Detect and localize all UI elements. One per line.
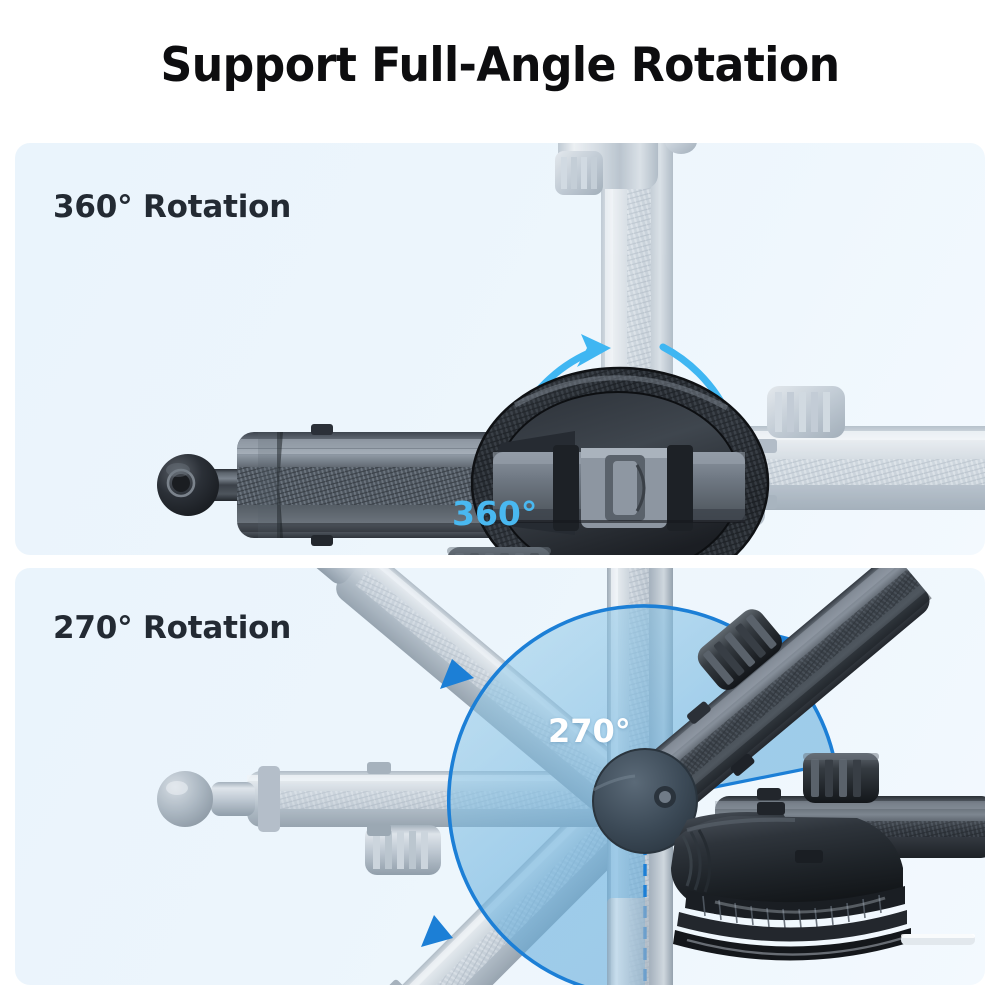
ball-joint-left — [157, 454, 247, 516]
illustration-360-rotation — [157, 143, 985, 555]
extension-arm-left — [157, 424, 505, 546]
angle-annotation-360: 360° — [452, 494, 538, 533]
arrowhead-lower-left — [421, 915, 453, 947]
knob-diagonal-arm — [697, 609, 782, 690]
panel-360-label: 360° Rotation — [53, 189, 292, 225]
ghost-pole-lower — [607, 898, 673, 985]
base-latch-lower — [795, 850, 823, 863]
arrowhead-upper-left — [440, 659, 474, 689]
knob-rear-arm — [803, 753, 879, 803]
suction-ring-2 — [673, 928, 911, 961]
clamp-jaw-left — [553, 445, 579, 531]
ghost-knob-left — [365, 825, 441, 875]
suction-ring-1 — [677, 910, 907, 942]
clamp-mechanism — [493, 445, 745, 531]
base-latch-upper — [757, 802, 785, 815]
panel-270-rotation: 270° Rotation 270° — [15, 568, 985, 985]
angle-annotation-270: 270° — [548, 712, 631, 750]
hinge-coil-detail — [681, 829, 712, 893]
locking-knob-360 — [447, 547, 551, 555]
carbon-fiber-band-left — [237, 467, 499, 505]
suction-rim-ribs — [685, 886, 905, 929]
clamp-jaw-right — [667, 445, 693, 531]
page-title: Support Full-Angle Rotation — [160, 38, 840, 93]
panel-360-rotation: 360° Rotation 360° — [15, 143, 985, 555]
pivot-hub — [592, 748, 698, 854]
suction-body — [671, 816, 903, 917]
carbon-fiber-cradle — [470, 366, 770, 555]
ghost-arm-up — [555, 143, 697, 195]
ghost-knob-upper — [767, 386, 845, 438]
arm-nub-top — [311, 424, 333, 435]
illustration-270-rotation — [157, 568, 985, 985]
solid-assembly-270 — [592, 568, 985, 961]
diagonal-extension-arm — [625, 568, 932, 825]
arm-nub-bottom — [311, 535, 333, 546]
arrowhead-top — [577, 334, 611, 367]
panel-270-label: 270° Rotation — [53, 610, 292, 646]
suction-cup-base — [671, 802, 975, 961]
